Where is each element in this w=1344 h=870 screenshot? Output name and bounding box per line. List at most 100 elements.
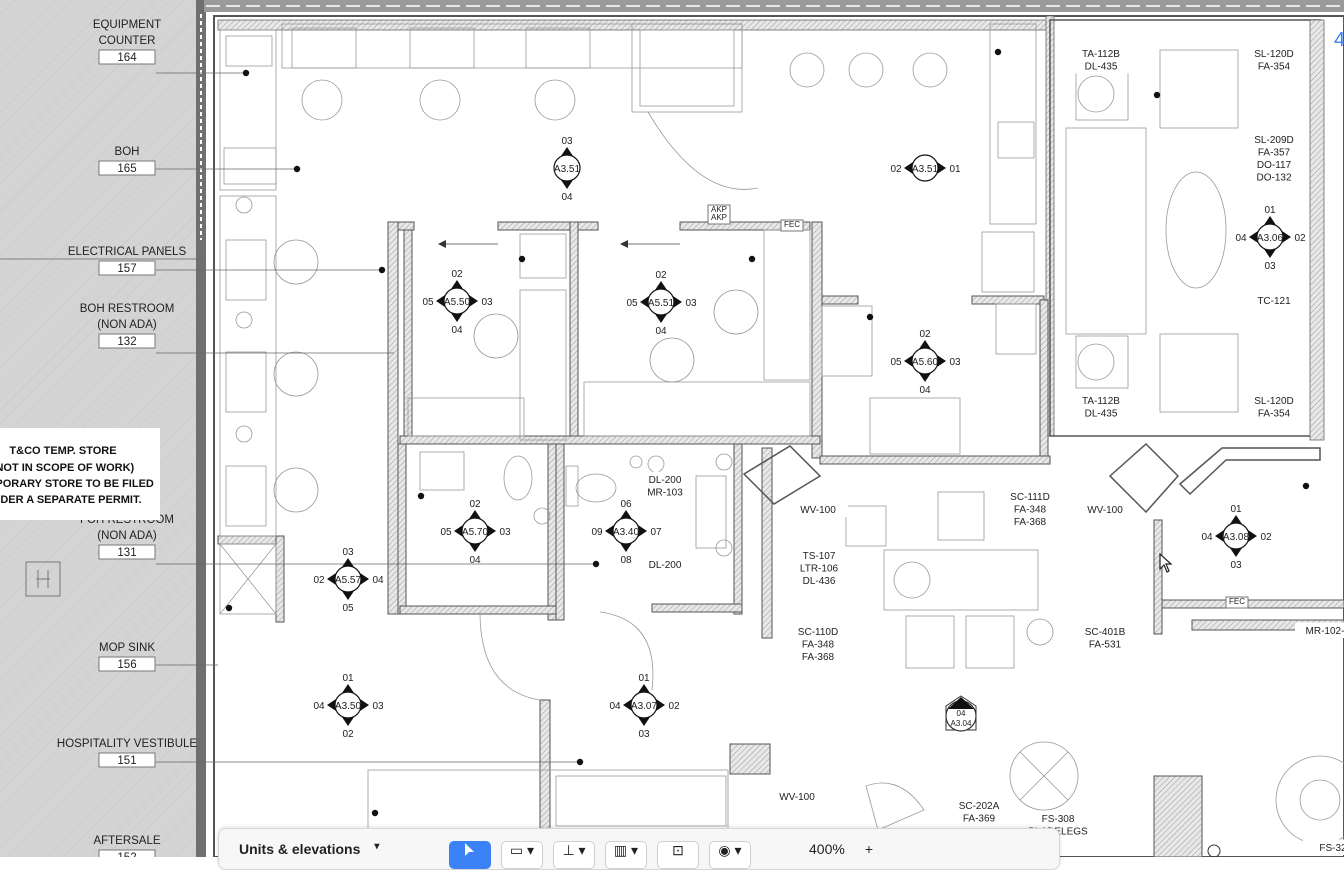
fixture-tag-line: DO-132 — [1256, 173, 1291, 184]
elevation-view-number: 01 — [1230, 504, 1242, 515]
elevation-sheet: A3.50 — [335, 701, 362, 712]
elevation-view-number: 02 — [655, 270, 667, 281]
room-number-box — [98, 333, 156, 349]
fixture-tag-line: FS-32 — [1319, 843, 1344, 854]
annotation-tool-button[interactable]: ⊡ — [657, 841, 699, 869]
elevation-sheet: A5.60 — [912, 357, 939, 368]
fixture-tag-line: MR-103 — [647, 488, 683, 499]
fixture-tag-bg — [1000, 488, 1060, 529]
room-tag-name: (NON ADA) — [97, 319, 157, 331]
elevation-circle — [647, 288, 675, 316]
elevation-sheet: A5.57 — [335, 575, 362, 586]
view-select[interactable]: Units & elevations ▾ — [219, 841, 439, 867]
elevation-view-number: 04 — [655, 326, 667, 337]
fixture-tag-bg — [1303, 839, 1344, 855]
elevation-view-number: 04 — [451, 325, 463, 336]
fixture-tag-bg — [1075, 501, 1135, 517]
elevation-view-number: 04 — [609, 701, 621, 712]
fixture-tag-bg — [1244, 45, 1304, 74]
fixture-tag-line: FA-354 — [1258, 62, 1291, 73]
zoom-level[interactable]: 400% + — [791, 841, 891, 867]
room-number-box — [98, 160, 156, 176]
room-tag-name: BOH RESTROOM — [80, 303, 175, 315]
fixture-tag-line: DL-435 — [1085, 409, 1118, 420]
elevation-view-number: 03 — [1264, 261, 1276, 272]
elevation-view-number: 05 — [342, 603, 354, 614]
zoom-in-button[interactable]: + — [864, 841, 873, 857]
select-tool-button[interactable] — [449, 841, 491, 869]
elevation-view-number: 03 — [481, 297, 493, 308]
room-number: 164 — [117, 52, 137, 64]
elevation-circle — [1222, 522, 1250, 550]
room-number-box — [98, 544, 156, 560]
stamp-icon: ◉ ▾ — [718, 842, 742, 858]
room-tag-name: ELECTRICAL PANELS — [68, 246, 187, 258]
scope-note-box — [0, 428, 160, 520]
scope-note-line-3: TEMPORARY STORE TO BE FILED — [0, 478, 154, 490]
fixture-tag-line: DL-436 — [803, 576, 836, 587]
fixture-tag-bg — [949, 797, 1009, 826]
line-tool-button[interactable]: ⊥ ▾ — [553, 841, 595, 869]
fixture-tag-line: TC-121 — [1257, 296, 1291, 307]
elevation-view-number: 03 — [561, 136, 573, 147]
section-mark-number: 04 — [957, 709, 966, 718]
elevation-view-number: 05 — [440, 527, 452, 538]
fixture-tag-line: FEC — [1229, 597, 1245, 606]
room-tag: BOH RESTROOM(NON ADA)132 — [80, 303, 175, 349]
fixture-tag-line: WV-100 — [800, 505, 836, 516]
fixture-tag-line: SC-110D — [798, 627, 838, 638]
stamp-tool-button[interactable]: ◉ ▾ — [709, 841, 751, 869]
fixture-tag-bg — [780, 219, 804, 232]
rectangle-tool-button[interactable]: ▭ ▾ — [501, 841, 543, 869]
elevation-sheet: A5.70 — [462, 527, 489, 538]
elevation-view-number: 05 — [626, 298, 638, 309]
elevation-view-number: 03 — [342, 547, 354, 558]
room-number-box — [98, 849, 156, 857]
elevation-view-number: 01 — [949, 164, 961, 175]
elevation-view-number: 04 — [561, 192, 573, 203]
fixture-tag: DL-200 — [635, 556, 695, 572]
room-tag-name: (NON ADA) — [97, 530, 157, 542]
elevation-view-number: 02 — [469, 499, 481, 510]
fixture-tag-bg — [635, 556, 695, 572]
elevation-circle — [443, 287, 471, 315]
note-icon: ⊡ — [672, 842, 684, 858]
elevation-sheet: A3.08 — [1223, 532, 1250, 543]
ruler-icon: ▥ ▾ — [613, 842, 639, 858]
fixture-tag-bg — [1075, 623, 1135, 652]
room-tag-name: HOSPITALITY VESTIBULE — [57, 738, 198, 750]
elevation-circle — [334, 691, 362, 719]
fixture-tag-line: AKP — [711, 213, 727, 222]
room-number-box — [98, 49, 156, 65]
fixture-tag-bg — [1244, 292, 1304, 308]
elevation-view-number: 05 — [890, 357, 902, 368]
elevation-sheet: A3.06 — [1257, 233, 1284, 244]
elevation-view-number: 05 — [422, 297, 434, 308]
elevation-sheet: A3.51 — [554, 164, 581, 175]
fixture-tag-line: WV-100 — [1087, 505, 1123, 516]
elevation-sheet: A3.07 — [631, 701, 658, 712]
fixture-tag-line: DL-200 — [649, 475, 682, 486]
elevation-view-number: 02 — [1294, 233, 1306, 244]
fixture-tag-line: FA-531 — [1089, 640, 1122, 651]
fixture-tag-line: FA-368 — [802, 652, 835, 663]
line-icon: ⊥ ▾ — [562, 842, 586, 858]
fixture-tag: FEC — [1225, 596, 1249, 609]
ruler-tool-button[interactable]: ▥ ▾ — [605, 841, 647, 869]
fixture-tag-line: FEC — [784, 220, 800, 229]
elevation-view-number: 02 — [890, 164, 902, 175]
room-number: 156 — [117, 659, 136, 671]
